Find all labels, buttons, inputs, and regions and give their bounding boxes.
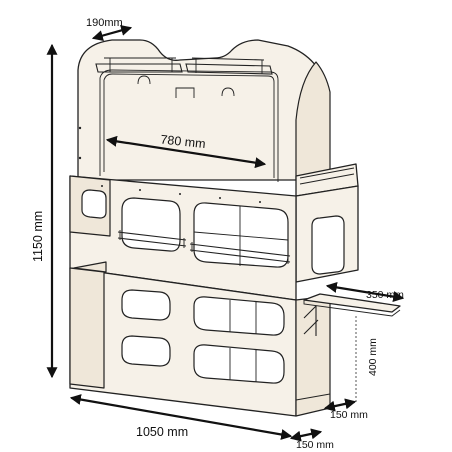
dim-depth-lower-label: 150 mm [296,439,334,451]
dim-table-height-label: 400 mm [367,338,379,376]
dim-inner-width-label: 780 mm [160,132,206,151]
dim-width-label: 1050 mm [136,425,188,439]
dimension-depth-lower: 150 mm [289,428,334,451]
dimension-depth-upper: 150 mm [323,398,368,421]
dim-top-width-label: 190mm [86,17,123,29]
dim-table-length-label: 350 mm [366,289,404,301]
dimension-inner-width: 780 mm [105,132,267,169]
upper-back-panel [77,39,331,182]
dim-height-label: 1150 mm [31,211,45,262]
lower-cabinet [69,261,331,417]
dimension-top-width: 190mm [86,17,133,41]
right-side-box [295,163,359,283]
middle-cabinet [69,175,297,301]
dim-depth-upper-label: 150 mm [330,409,368,421]
top-rails [95,57,273,75]
dimension-table-height: 400 mm [367,338,379,376]
dimension-height: 1150 mm [31,43,58,379]
dimension-table-length: 350 mm [325,281,404,303]
dimension-width: 1050 mm [69,394,293,440]
